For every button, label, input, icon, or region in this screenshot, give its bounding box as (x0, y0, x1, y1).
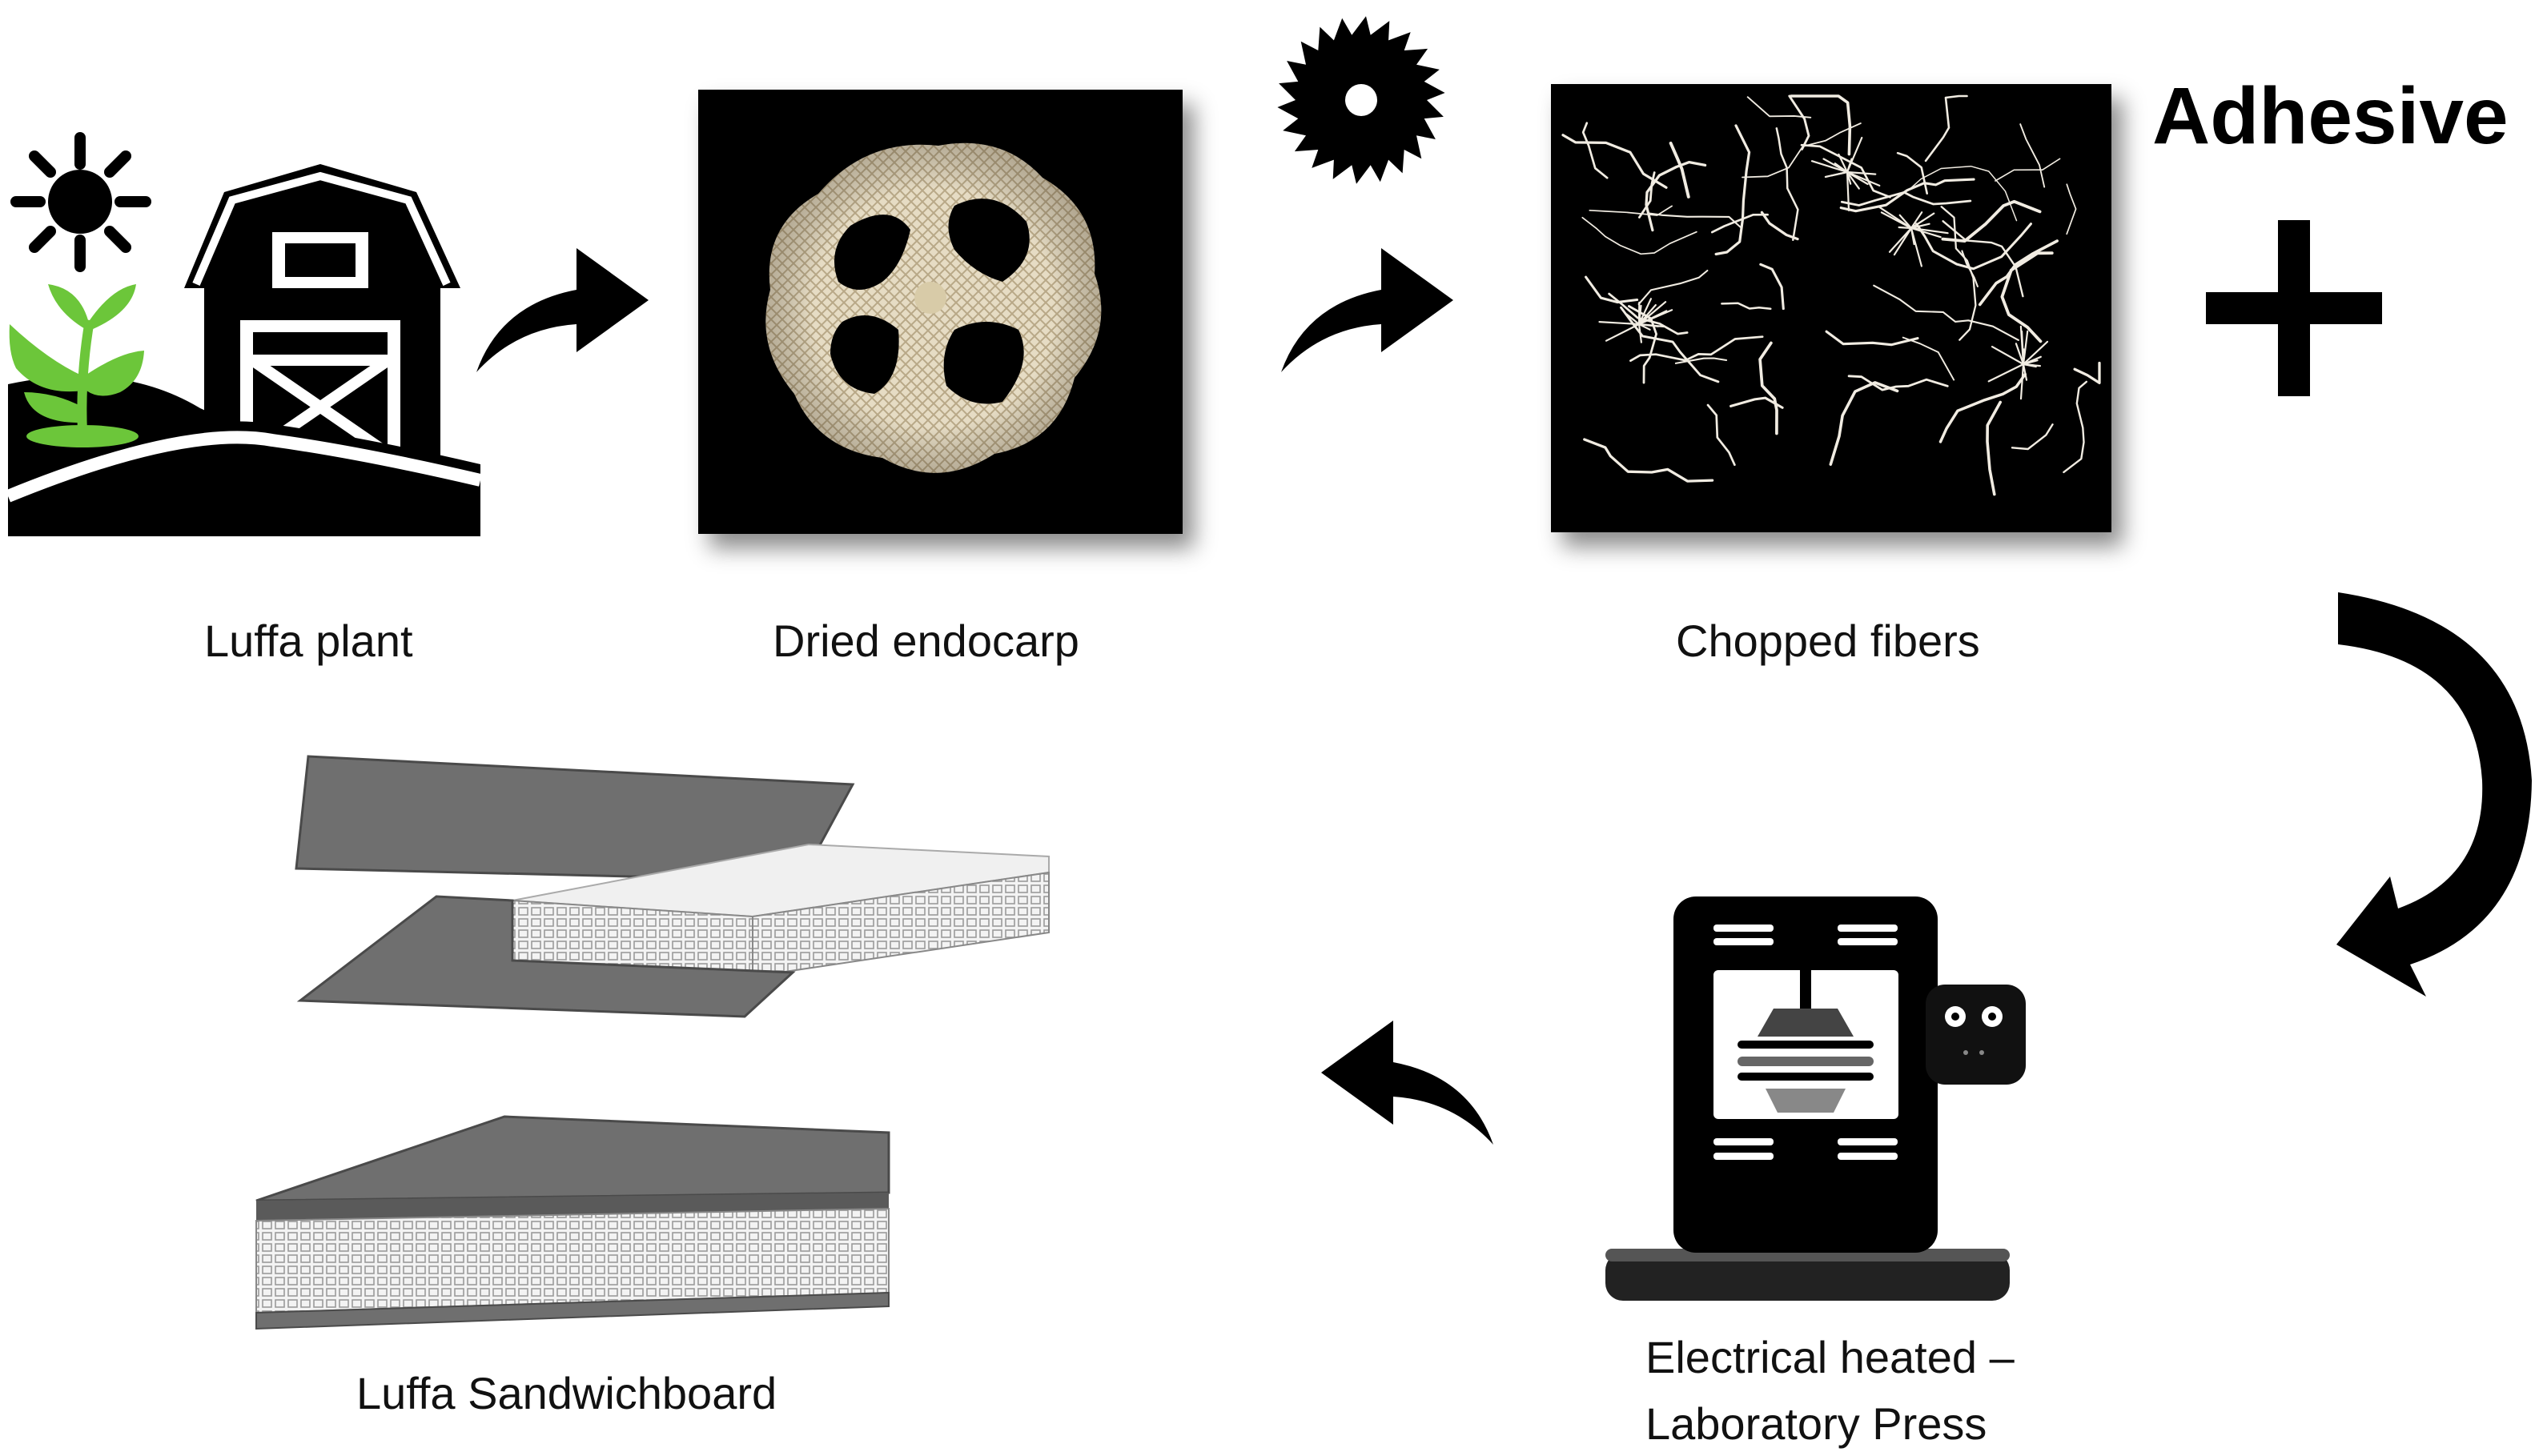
chopped-fibers-label: Chopped fibers (1676, 616, 1980, 666)
curved-arrow-icon (2322, 588, 2538, 1005)
dried-endocarp-image (698, 90, 1183, 534)
press-label-line2: Laboratory Press (1645, 1398, 1987, 1449)
sandwichboard-diagram (248, 704, 1089, 1385)
chopped-fibers-image (1551, 84, 2111, 532)
sandwichboard-label: Luffa Sandwichboard (356, 1368, 777, 1418)
curved-arrow-icon (1273, 240, 1465, 376)
circular-saw-blade-icon (1273, 12, 1449, 188)
plus-icon (2202, 216, 2386, 400)
laboratory-press-icon (1593, 888, 2074, 1305)
sun-icon (10, 132, 151, 272)
luffa-plant-label: Luffa plant (204, 616, 413, 666)
adhesive-label: Adhesive (2152, 71, 2509, 161)
curved-arrow-icon (1309, 1013, 1501, 1149)
press-label-line1: Electrical heated – (1645, 1332, 2015, 1382)
farm-barn-plant-icon (0, 120, 496, 536)
curved-arrow-icon (468, 240, 661, 376)
dried-endocarp-label: Dried endocarp (773, 616, 1079, 666)
